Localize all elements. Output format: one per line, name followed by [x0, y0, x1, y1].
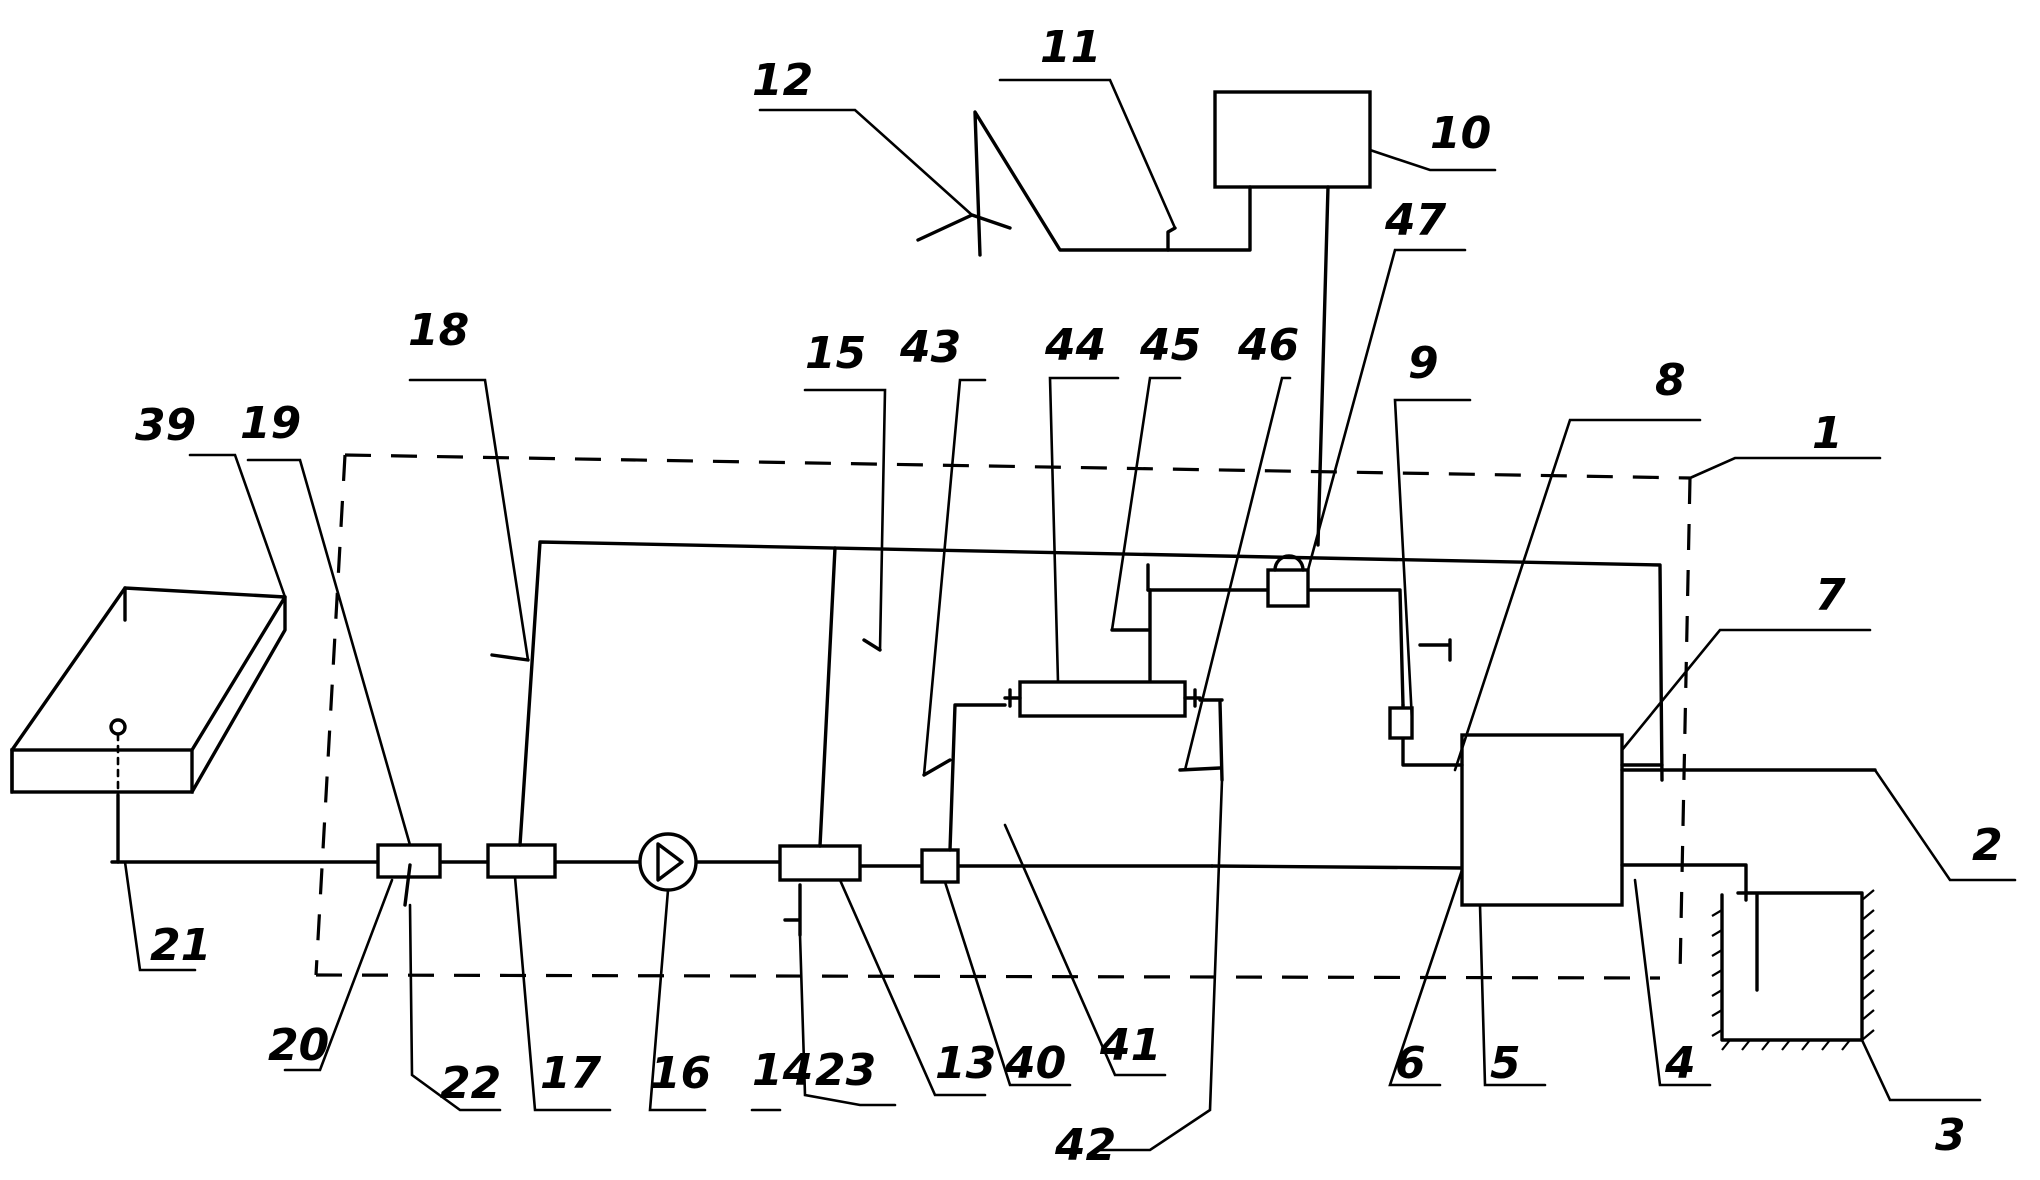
label-11: 11 — [1040, 22, 1101, 73]
label-7: 7 — [1815, 570, 1846, 621]
label-45: 45 — [1139, 320, 1201, 371]
label-5: 5 — [1490, 1038, 1521, 1089]
label-2: 2 — [1972, 820, 2003, 871]
tank-39 — [10, 586, 287, 797]
label-15: 15 — [805, 328, 866, 379]
top-assembly — [916, 90, 1372, 547]
label-19: 19 — [240, 398, 301, 449]
valve-box-40 — [920, 848, 960, 884]
label-8: 8 — [1655, 355, 1686, 406]
components — [376, 733, 1624, 907]
controller-47 — [1266, 554, 1310, 608]
label-18: 18 — [408, 305, 469, 356]
label-43: 43 — [899, 322, 961, 373]
label-12: 12 — [752, 55, 813, 106]
label-14: 14 — [752, 1045, 813, 1096]
outlet-pipes — [1620, 768, 1877, 902]
label-39: 39 — [135, 400, 196, 451]
label-1: 1 — [1812, 408, 1843, 459]
leader-lines — [123, 78, 2017, 1152]
main-pipe — [110, 793, 1464, 870]
valve-box-17 — [486, 843, 557, 879]
valve-box-13 — [778, 844, 862, 882]
tank-3 — [1711, 889, 1875, 1051]
label-17: 17 — [540, 1048, 602, 1099]
valve-9 — [1388, 706, 1414, 740]
label-41: 41 — [1099, 1020, 1161, 1071]
label-40: 40 — [1004, 1038, 1066, 1089]
number-labels: 1 2 3 4 5 6 7 8 9 10 11 12 13 14 15 16 1… — [135, 22, 2003, 1171]
label-10: 10 — [1430, 108, 1491, 159]
label-22: 22 — [440, 1058, 501, 1109]
label-3: 3 — [1935, 1110, 1966, 1161]
element-44 — [1003, 680, 1202, 718]
label-42: 42 — [1054, 1120, 1116, 1171]
label-20: 20 — [268, 1020, 329, 1071]
label-44: 44 — [1044, 320, 1106, 371]
label-23: 23 — [815, 1045, 876, 1096]
label-21: 21 — [150, 920, 211, 971]
loop-pipes — [518, 540, 1664, 852]
reactor-box-5 — [1460, 733, 1624, 907]
label-9: 9 — [1408, 338, 1439, 389]
pump-16 — [638, 832, 698, 892]
label-46: 46 — [1237, 320, 1299, 371]
ticks — [403, 628, 1452, 937]
label-6: 6 — [1395, 1038, 1426, 1089]
label-4: 4 — [1664, 1038, 1696, 1089]
device-boundary — [314, 453, 1692, 980]
label-16: 16 — [650, 1048, 711, 1099]
label-13: 13 — [935, 1038, 996, 1089]
box-10 — [1213, 90, 1372, 189]
label-47: 47 — [1384, 195, 1447, 246]
